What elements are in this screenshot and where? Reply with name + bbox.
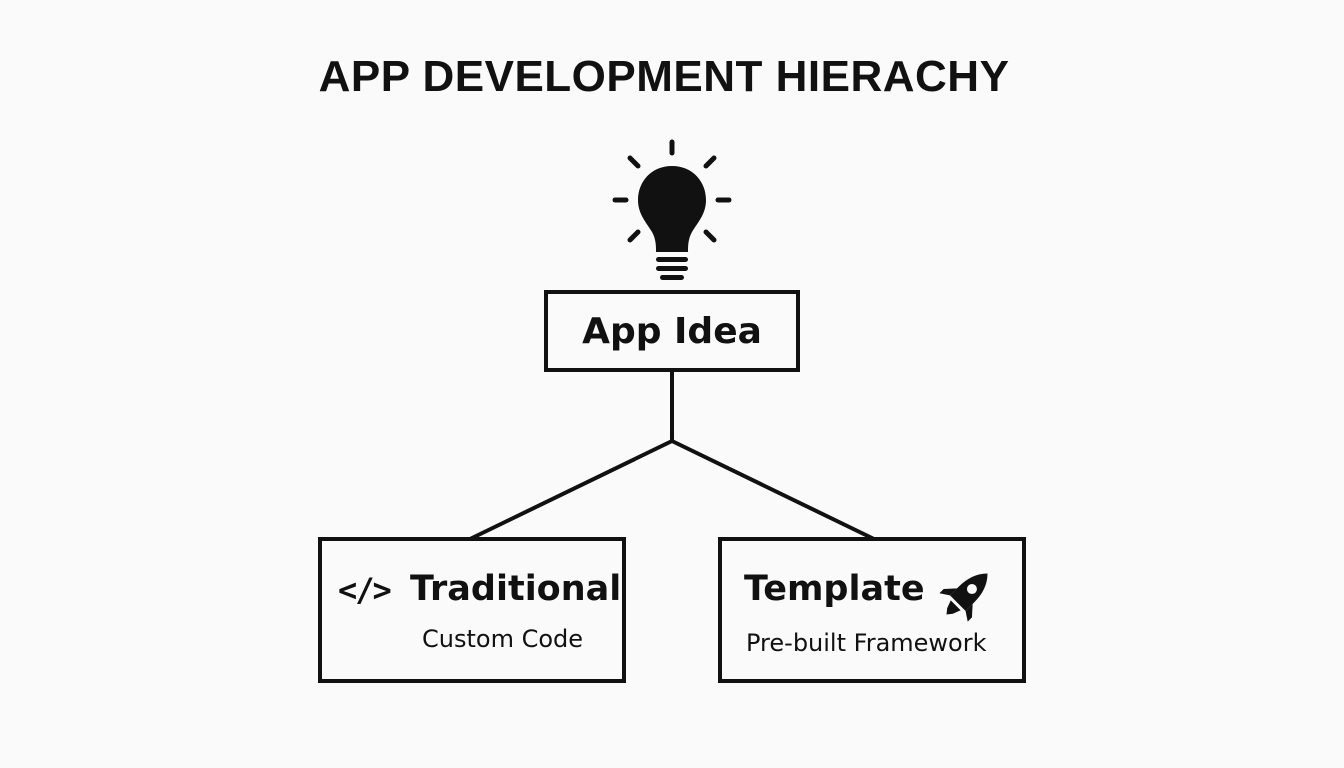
code-icon: </> <box>338 571 392 609</box>
diagram-title: APP DEVELOPMENT HIERACHY <box>318 52 1010 101</box>
branch-line-right <box>670 439 876 541</box>
branch-subtitle-template: Pre-built Framework <box>746 629 987 657</box>
root-node-label: App Idea <box>582 310 762 352</box>
branch-line-left <box>468 439 674 541</box>
branch-subtitle-traditional: Custom Code <box>422 625 584 653</box>
branch-title-traditional: Traditional <box>410 569 622 609</box>
branch-node-template: Template Pre-built Framework <box>718 537 1026 683</box>
rocket-icon <box>939 573 988 622</box>
branch-node-traditional: </> Traditional Custom Code <box>318 537 626 683</box>
branch-title-template: Template <box>744 569 925 609</box>
root-node: App Idea <box>544 290 800 372</box>
lightbulb-icon <box>612 139 732 280</box>
